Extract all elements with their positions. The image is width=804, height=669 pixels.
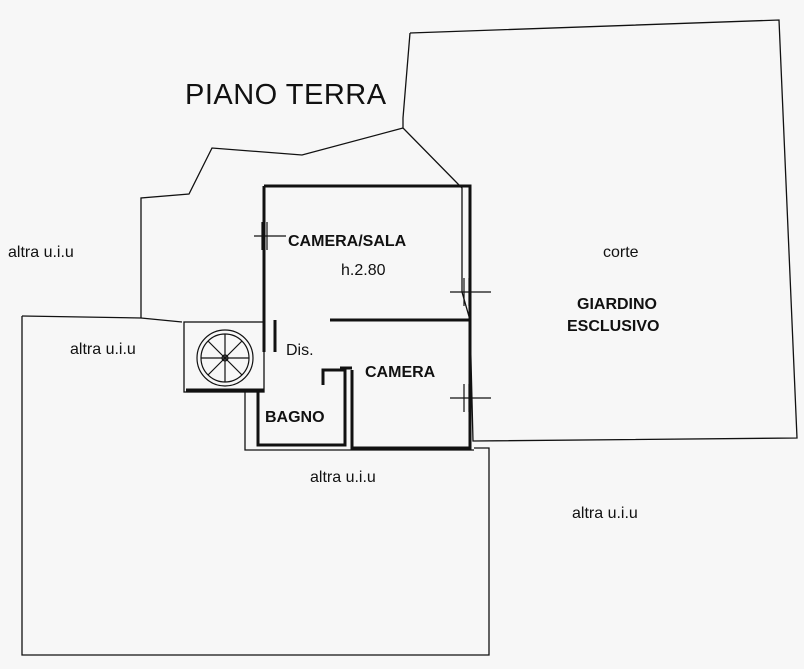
plan-title: PIANO TERRA — [185, 79, 387, 111]
bottom-edge — [244, 392, 474, 451]
room-label-camera-sala: CAMERA/SALA — [288, 233, 407, 250]
neighbor-boundary-upper — [140, 127, 404, 318]
room-label-bagno: BAGNO — [265, 409, 325, 426]
room-label-camera: CAMERA — [365, 364, 436, 381]
neighbor-boundary-lower — [21, 316, 490, 656]
garden-boundary — [402, 19, 798, 442]
outdoor-label-esclusivo: ESCLUSIVO — [567, 318, 660, 335]
neighbor-label-left-top: altra u.i.u — [8, 244, 74, 261]
window-symbol-right-top — [450, 278, 491, 306]
outdoor-label-giardino: GIARDINO — [577, 296, 657, 313]
outdoor-label-corte: corte — [603, 244, 639, 261]
wall-camera-sala — [264, 184, 472, 322]
neighbor-boundary-lower-top — [21, 315, 183, 323]
window-symbol-left — [254, 222, 286, 250]
spiral-staircase — [196, 329, 254, 387]
neighbor-label-bottom-center: altra u.i.u — [310, 469, 376, 486]
stair-box — [183, 321, 265, 393]
wall-bagno — [256, 368, 347, 447]
ceiling-height-label: h.2.80 — [341, 262, 386, 279]
room-label-dis: Dis. — [286, 342, 314, 359]
neighbor-label-bottom-right: altra u.i.u — [572, 505, 638, 522]
wall-camera-right — [350, 320, 472, 450]
window-symbol-right-bottom — [450, 384, 491, 412]
neighbor-label-left-mid: altra u.i.u — [70, 341, 136, 358]
